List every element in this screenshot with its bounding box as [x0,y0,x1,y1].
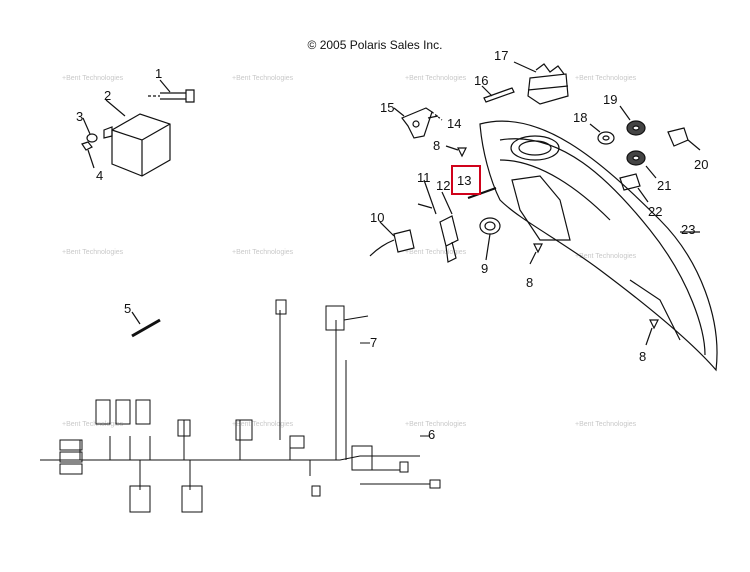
watermark: +Bent Technologies [232,249,294,256]
callout-4: 4 [96,168,103,183]
callout-8: 8 [639,349,646,364]
callout-1: 1 [155,66,162,81]
callout-6: 6 [428,427,435,442]
part-switch-10 [369,221,415,257]
callout-2: 2 [104,88,111,103]
callout-5: 5 [124,301,131,316]
callout-8: 8 [526,275,533,290]
callout-20: 20 [694,157,708,172]
part-grommet-18 [589,123,615,145]
callout-18: 18 [573,110,587,125]
callout-13: 13 [457,173,471,188]
watermark: +Bent Technologies [405,249,467,256]
callout-19: 19 [603,92,617,107]
watermark: +Bent Technologies [405,75,467,82]
watermark: +Bent Technologies [575,421,637,428]
callout-7: 7 [370,335,377,350]
callout-8: 8 [433,138,440,153]
callout-15: 15 [380,100,394,115]
watermark: +Bent Technologies [62,249,124,256]
callout-14: 14 [447,116,461,131]
highlight-box [451,165,481,195]
callout-9: 9 [481,261,488,276]
part-bracket-15 [393,107,433,139]
callout-23: 23 [681,222,695,237]
part-screw-14 [427,111,443,121]
part-knob-9 [479,217,501,261]
part-cap [513,61,569,105]
callout-21: 21 [657,178,671,193]
copyright-notice: © 2005 Polaris Sales Inc. [307,38,443,52]
watermark: +Bent Technologies [232,75,294,82]
callout-17: 17 [494,48,508,63]
callout-16: 16 [474,73,488,88]
part-socket-22 [619,173,649,203]
part-pin-13 [467,187,497,199]
callouts: 1 2 3 4 5 6 7 8 8 8 9 10 11 12 13 14 15 … [76,48,708,442]
watermark: +Bent Technologies [575,253,637,260]
watermark: +Bent Technologies [405,421,467,428]
part-grommet-19 [619,105,646,136]
watermark: +Bent Technologies [575,75,637,82]
part-lever [417,179,459,263]
watermark: +Bent Technologies [232,421,294,428]
watermarks: +Bent Technologies +Bent Technologies +B… [62,75,637,428]
watermark: +Bent Technologies [62,421,124,428]
callout-11: 11 [417,170,431,185]
part-washer-nut [81,117,98,169]
part-screw-8 [445,145,659,346]
part-clip-16 [481,85,515,103]
watermark: +Bent Technologies [62,75,124,82]
callout-3: 3 [76,109,83,124]
callout-10: 10 [370,210,384,225]
part-regulator [103,99,171,177]
part-housing [479,120,718,372]
part-key-20 [667,127,701,151]
wiring-harness [40,299,441,513]
callout-22: 22 [648,204,662,219]
callout-12: 12 [436,178,450,193]
part-pin [131,311,161,338]
part-bolt [148,79,195,103]
part-grommet-21 [626,150,657,179]
